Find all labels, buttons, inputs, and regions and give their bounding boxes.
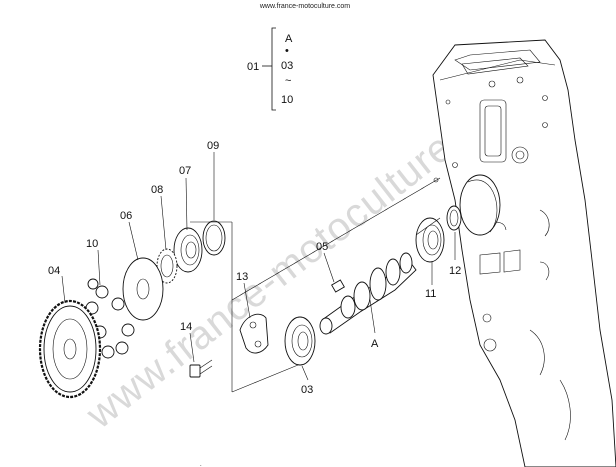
footer-mark: .: [200, 462, 202, 467]
callout-14: 14: [180, 321, 192, 333]
callout-12: 12: [449, 265, 461, 277]
callout-07: 07: [179, 165, 191, 177]
callout-labels: 04 10 06 08 07 09 13 14 05 03 A 11 12: [48, 140, 461, 396]
group-item-dot: •: [285, 45, 289, 57]
leader-lines: [61, 152, 456, 393]
group-item-10: 10: [281, 94, 293, 106]
part-05-key: [331, 279, 345, 293]
callout-a: A: [371, 338, 379, 350]
callout-10: 10: [86, 238, 98, 250]
camshaft: [319, 252, 417, 335]
part-14-bolt: [189, 359, 213, 378]
part-07-collar: [173, 227, 203, 273]
part-09-oring: [202, 220, 226, 256]
part-08-needle-bearing: [156, 248, 178, 284]
part-04-gear: [38, 299, 102, 399]
group-item-tilde: ~: [285, 75, 291, 87]
callout-11: 11: [425, 288, 436, 300]
group-item-a: A: [285, 33, 293, 45]
callout-03-bottom: 03: [301, 384, 313, 396]
callout-13: 13: [236, 271, 248, 283]
callout-09: 09: [207, 140, 219, 152]
part-12-cover: [459, 174, 501, 236]
group-label: 01: [247, 61, 259, 73]
engine-block: [432, 39, 616, 467]
callout-05: 05: [316, 241, 328, 253]
callout-06: 06: [120, 210, 132, 222]
header-url: www.france-motoculture.com: [259, 3, 350, 10]
group-bracket: 01 A • 03 ~ 10: [247, 27, 293, 111]
group-item-03: 03: [281, 60, 293, 72]
part-13-plate: [239, 313, 269, 354]
callout-08: 08: [151, 184, 163, 196]
callout-04: 04: [48, 265, 60, 277]
part-12-ring: [446, 205, 462, 231]
part-11-bearing: [415, 217, 445, 263]
part-06-plate: [122, 257, 164, 321]
part-03-bearing: [284, 316, 316, 366]
